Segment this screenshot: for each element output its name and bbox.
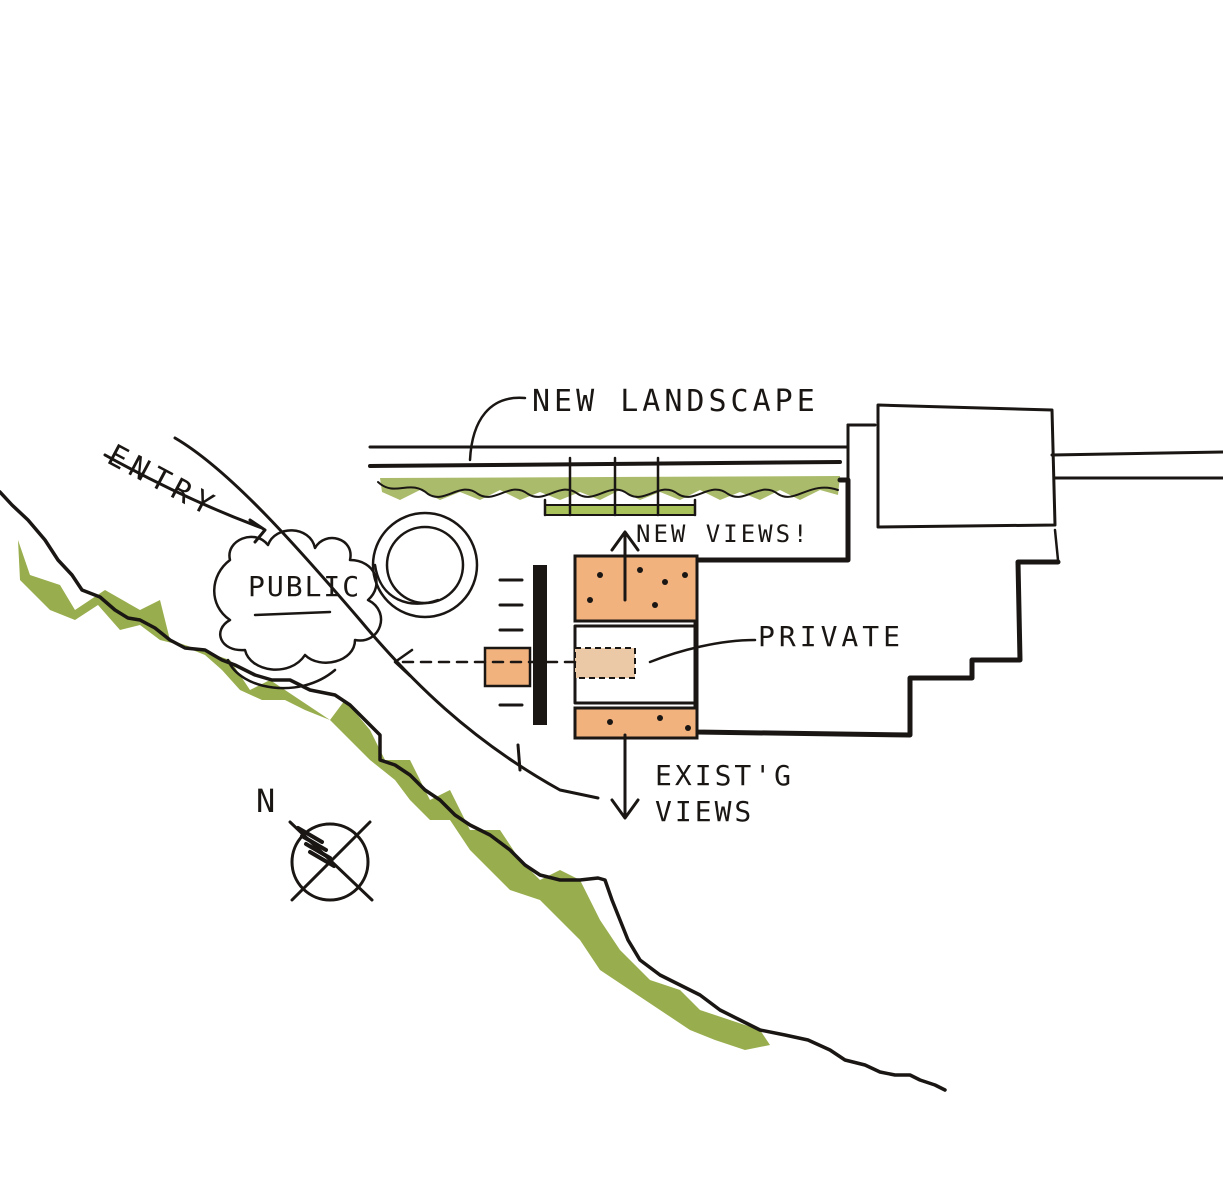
upper-right-block (876, 403, 1057, 529)
tree-inner (385, 525, 465, 605)
new-landscape-leader (468, 396, 527, 462)
public-zone-cloud (213, 529, 383, 671)
private-inner-box (574, 647, 636, 679)
private-leader (648, 638, 757, 664)
tree-tail (373, 563, 440, 605)
landscape-posts (543, 456, 697, 517)
new-views-label: NEW VIEWS! (636, 520, 811, 548)
existing-views-label: EXIST'G VIEWS (655, 759, 795, 828)
building-outline (693, 477, 1061, 738)
landscape-strip-wave (377, 481, 839, 498)
public-label: PUBLIC (248, 570, 362, 603)
entry-arrowhead (393, 648, 414, 678)
tree-outer (371, 511, 479, 619)
new-views-arrow (610, 530, 640, 602)
entry-path (173, 436, 600, 800)
private-volume-lower (573, 706, 699, 740)
slope-ridge-line (0, 490, 947, 1092)
exist-views-arrow (610, 733, 640, 820)
slope-vegetation-band (18, 540, 770, 1050)
public-underline (253, 610, 332, 617)
entry-pad (483, 646, 532, 688)
entry-wall (533, 565, 547, 725)
new-landscape-label: NEW LANDSCAPE (532, 384, 819, 419)
block-tick (1053, 528, 1060, 562)
road-lines (1050, 450, 1223, 480)
public-ellipse (226, 658, 337, 690)
north-cross (288, 820, 374, 902)
private-volume-upper (573, 554, 699, 623)
top-edge-line-2 (368, 460, 842, 468)
landscape-strip (380, 476, 840, 500)
landscape-bar (544, 504, 696, 516)
private-dots (587, 567, 691, 731)
north-circle (290, 822, 370, 902)
north-hatch (296, 826, 336, 868)
north-label: N (256, 782, 279, 820)
private-label: PRIVATE (758, 620, 905, 653)
